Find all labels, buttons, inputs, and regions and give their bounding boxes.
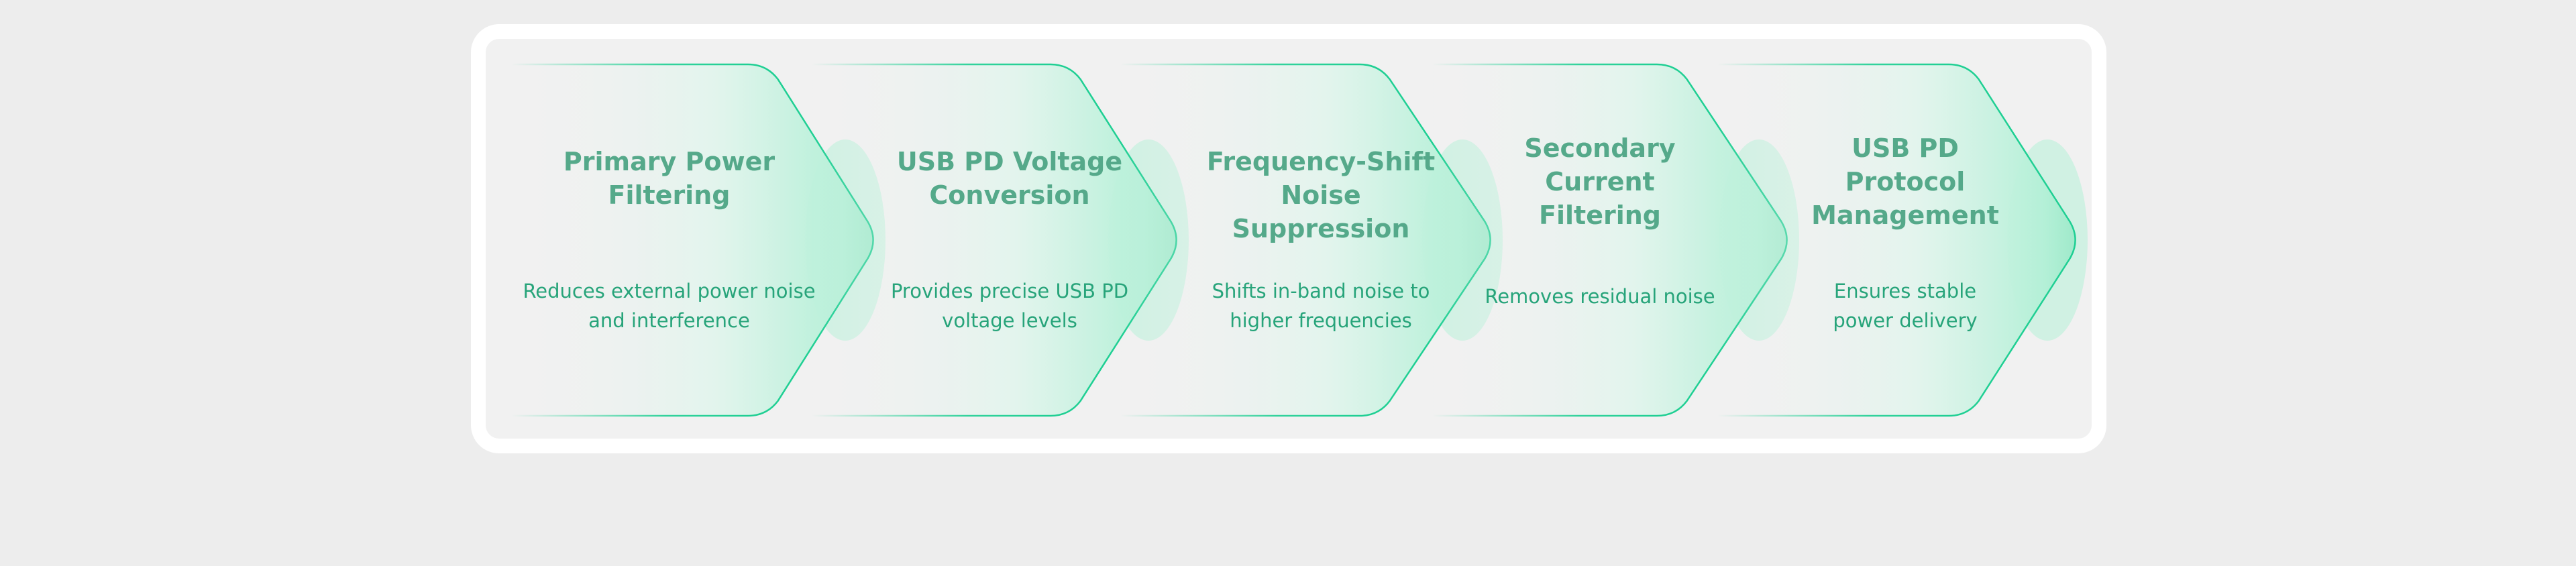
step-description: Removes residual noise [1485, 285, 1715, 308]
step-title: Frequency-Shift Noise Suppression [1206, 147, 1436, 243]
chevron-arrow [1716, 63, 2088, 417]
step-usb-pd-voltage-conversion: USB PD Voltage Conversion Provides preci… [879, 0, 1140, 566]
step-title: Secondary Current Filtering [1524, 133, 1676, 230]
step-title: USB PD Protocol Management [1811, 133, 1999, 230]
step-frequency-shift-noise-suppression: Frequency-Shift Noise Suppression Shifts… [1193, 0, 1449, 566]
step-description: Provides precise USB PD voltage levels [890, 280, 1129, 332]
step-primary-power-filtering: Primary Power Filtering Reduces external… [517, 0, 822, 566]
step-description: Reduces external power noise and interfe… [523, 280, 816, 332]
step-description: Shifts in-band noise to higher frequenci… [1212, 280, 1430, 332]
step-secondary-current-filtering: Secondary Current Filtering Removes resi… [1476, 0, 1724, 566]
step-usb-pd-protocol-management: USB PD Protocol Management Ensures stabl… [1771, 0, 2039, 566]
chevron-shape [1716, 63, 2076, 417]
step-title: Primary Power Filtering [563, 147, 775, 210]
step-title: USB PD Voltage Conversion [896, 147, 1123, 210]
step-description: Ensures stable power delivery [1833, 280, 1978, 332]
